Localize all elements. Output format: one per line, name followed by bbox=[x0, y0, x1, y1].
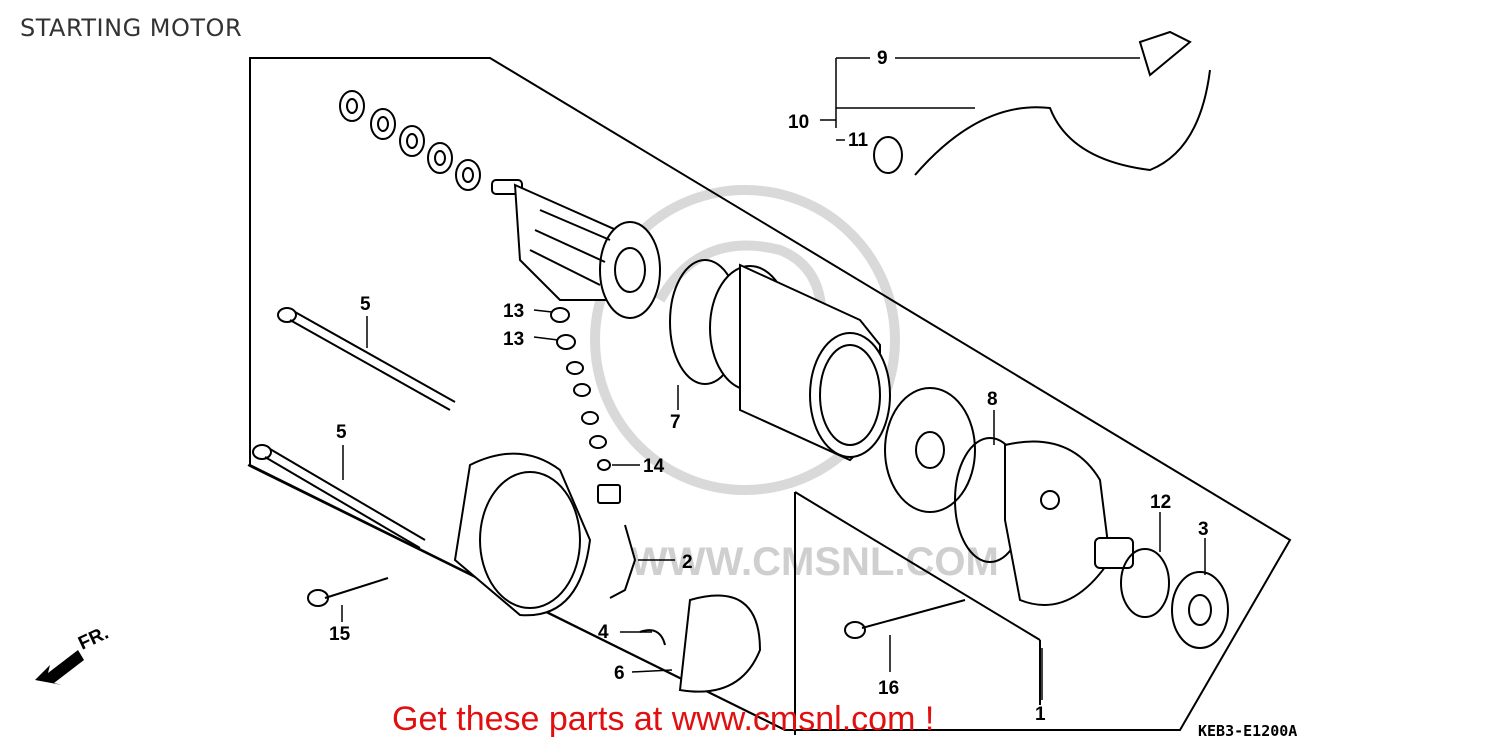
callout-14: 14 bbox=[643, 456, 665, 477]
page-title: STARTING MOTOR bbox=[20, 14, 243, 42]
starter-gear bbox=[1171, 571, 1229, 649]
callout-13-upper: 13 bbox=[503, 301, 524, 322]
armature bbox=[491, 179, 661, 319]
brush-assembly bbox=[609, 524, 762, 693]
front-direction-arrow bbox=[35, 650, 84, 685]
shim-washers bbox=[339, 90, 481, 191]
callout-13-lower: 13 bbox=[503, 329, 524, 350]
starter-cable bbox=[873, 30, 1211, 176]
callout-5-upper: 5 bbox=[360, 294, 371, 315]
callout-15: 15 bbox=[329, 624, 351, 645]
front-cover bbox=[1004, 440, 1134, 606]
callout-5-lower: 5 bbox=[336, 422, 347, 443]
motor-case bbox=[709, 263, 891, 462]
watermark-url: WWW.CMSNL.COM bbox=[630, 540, 999, 584]
front-direction-label: FR. bbox=[75, 623, 112, 655]
callout-12: 12 bbox=[1150, 492, 1171, 513]
callout-16: 16 bbox=[878, 678, 899, 699]
callout-3: 3 bbox=[1198, 519, 1209, 540]
callout-4: 4 bbox=[598, 622, 609, 643]
rear-cover bbox=[453, 452, 592, 617]
callout-10: 10 bbox=[788, 112, 809, 133]
terminal-hardware bbox=[550, 307, 621, 504]
mounting-bolts bbox=[307, 577, 966, 639]
callout-1: 1 bbox=[1035, 704, 1046, 725]
watermark-logo bbox=[590, 185, 900, 495]
o-ring-12 bbox=[1120, 548, 1170, 618]
callout-2: 2 bbox=[682, 552, 693, 573]
insulator-plate bbox=[884, 387, 976, 513]
callout-leaders bbox=[341, 57, 1206, 700]
callout-7: 7 bbox=[670, 412, 681, 433]
diagram-code: KEB3-E1200A bbox=[1198, 722, 1298, 740]
parts-shop-link[interactable]: Get these parts at www.cmsnl.com ! bbox=[392, 700, 935, 738]
callout-6: 6 bbox=[614, 663, 625, 684]
callout-9: 9 bbox=[877, 48, 888, 69]
callout-11: 11 bbox=[848, 130, 869, 151]
long-bolts bbox=[252, 307, 456, 549]
callout-8: 8 bbox=[987, 389, 998, 410]
